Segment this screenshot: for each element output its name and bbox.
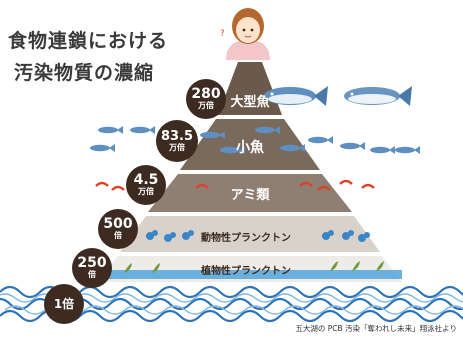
factor-value: 500 [103, 216, 133, 233]
small-fish-icon [220, 146, 245, 154]
zooplankton-icon [182, 230, 194, 240]
phytoplankton-icon [376, 261, 384, 271]
zooplankton-icon [164, 232, 176, 242]
factor-value: 1倍 [53, 296, 75, 311]
zooplankton-icon [342, 230, 354, 240]
phytoplankton-icon [330, 261, 338, 271]
label-small-fish: 小魚 [236, 140, 264, 156]
tier-small-fish [180, 119, 320, 170]
small-fish-icon [308, 136, 333, 144]
label-krill: アミ類 [230, 188, 270, 203]
small-fish-icon [370, 146, 395, 154]
label-zooplankton: 動物性プランクトン [201, 233, 291, 244]
small-fish-icon [98, 126, 123, 134]
phytoplankton-icon [124, 263, 132, 273]
shrimp-group [95, 179, 375, 191]
factor-badge-zooplankton: 500 倍 [98, 209, 138, 249]
factor-unit: 万倍 [138, 187, 154, 197]
small-fish-icon [340, 142, 365, 150]
factor-unit: 倍 [114, 231, 122, 241]
tier-zooplankton [120, 216, 380, 252]
factor-badge-krill: 4.5 万倍 [126, 165, 166, 205]
label-phytoplankton: 植物性プランクトン [201, 266, 291, 277]
tier-krill [148, 174, 352, 212]
title-line-1: 食物連鎖における [8, 30, 169, 52]
factor-badge-water: 1倍 [44, 284, 84, 324]
factor-value: 83.5 [160, 128, 194, 144]
title-line-2: 汚染物質の濃縮 [14, 62, 155, 84]
factor-unit: 万倍 [169, 142, 185, 152]
factor-unit: 万倍 [198, 101, 214, 111]
factor-badge-small-fish: 83.5 万倍 [156, 120, 198, 162]
small-fish-icon [130, 126, 155, 134]
shrimp-icon [299, 181, 313, 187]
zooplankton-icon [358, 232, 370, 242]
zooplankton-icon [322, 230, 334, 240]
factor-unit: 倍 [88, 270, 96, 280]
zooplankton-group [146, 230, 370, 242]
label-large-fish: 大型魚 [230, 95, 270, 110]
small-fish-icon [200, 131, 225, 139]
water-strip [98, 270, 402, 279]
svg-text:?: ? [220, 29, 225, 39]
phytoplankton-icon [152, 263, 160, 273]
factor-value: 280 [191, 86, 221, 103]
tier-large-fish [218, 62, 282, 115]
factor-badge-phytoplankton: 250 倍 [72, 248, 112, 288]
factor-value: 250 [77, 255, 107, 272]
phytoplankton-icon [352, 261, 360, 271]
large-fish-icon [344, 86, 412, 106]
shrimp-icon [317, 185, 331, 191]
shrimp-icon [361, 183, 375, 189]
phytoplankton-group [124, 261, 384, 273]
large-fish-icon [264, 86, 328, 106]
shrimp-icon [95, 181, 109, 187]
shrimp-icon [339, 179, 353, 185]
factor-badge-large-fish: 280 万倍 [186, 79, 226, 119]
small-fish-icon [280, 144, 305, 152]
small-fish-group [90, 126, 420, 154]
zooplankton-icon [146, 230, 158, 240]
small-fish-icon [255, 126, 280, 134]
small-fish-icon [90, 144, 115, 152]
shrimp-icon [111, 185, 125, 191]
source-credit: 五大湖の PCB 汚染「奪われし未来」翔泳社より [295, 324, 457, 333]
shrimp-icon [195, 183, 209, 189]
person-icon: ? [220, 8, 270, 60]
factor-value: 4.5 [133, 172, 159, 189]
small-fish-icon [395, 146, 420, 154]
